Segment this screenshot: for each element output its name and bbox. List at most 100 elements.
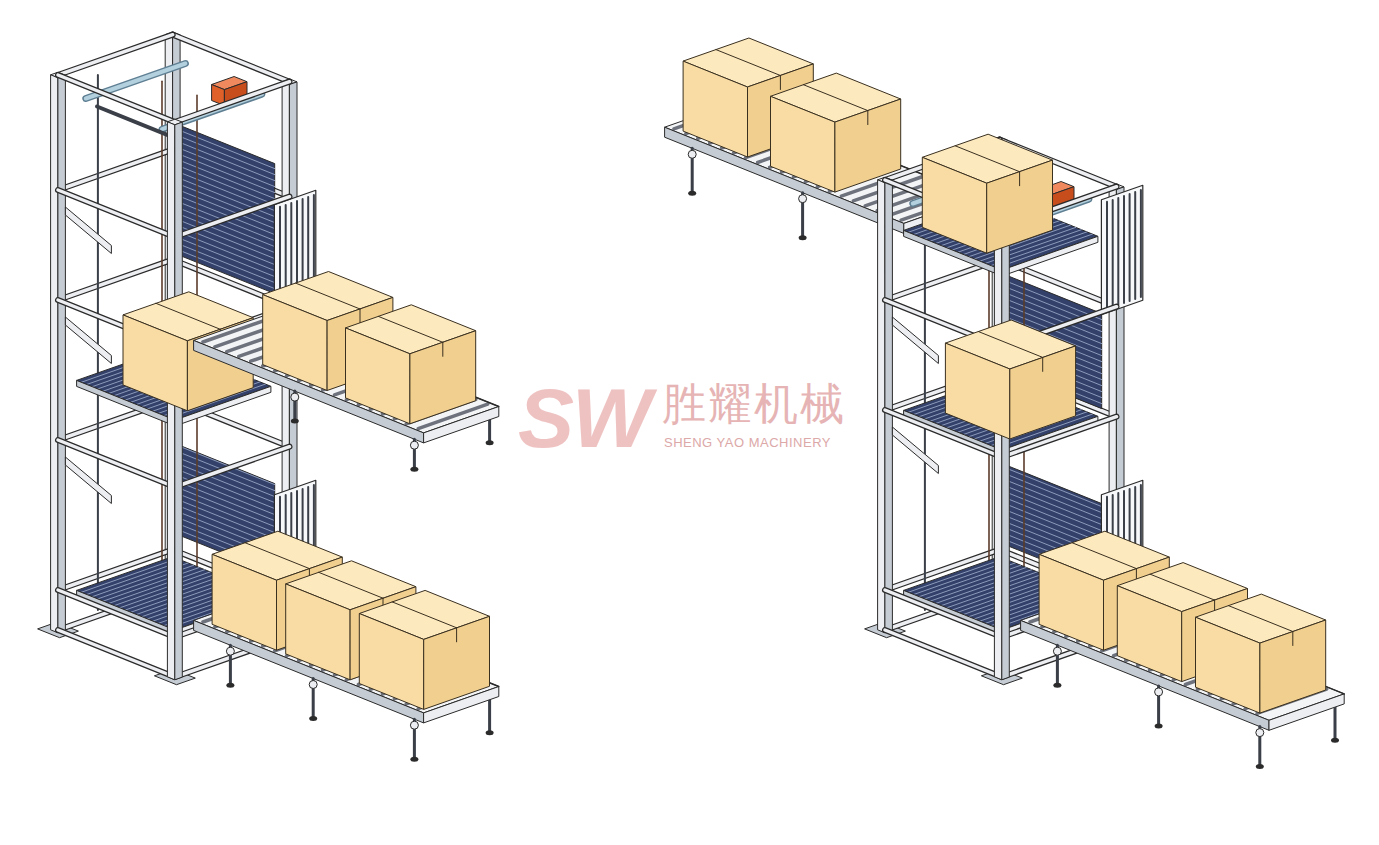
- curtain-slat: [180, 489, 275, 527]
- frame-beam: [58, 150, 173, 190]
- curtain-slat: [180, 143, 275, 181]
- guide-plate: [892, 317, 938, 364]
- frame-beam: [58, 630, 175, 677]
- frame-beam: [58, 260, 173, 300]
- gate-bar: [1112, 200, 1114, 307]
- carton-tape: [245, 543, 309, 569]
- carton-tape: [1072, 543, 1136, 569]
- leg-foot: [799, 235, 807, 240]
- carton-box: [683, 61, 747, 157]
- leg-bracket: [1053, 647, 1061, 655]
- leg-foot: [486, 730, 494, 735]
- frame-beam: [58, 75, 175, 122]
- carton-tape: [803, 85, 867, 111]
- curtain-slat: [180, 239, 275, 277]
- frame-beam: [58, 150, 173, 190]
- carton-tape: [296, 283, 360, 309]
- leg-foot: [1331, 738, 1339, 743]
- curtain-slat: [180, 495, 275, 533]
- curtain-slat: [180, 233, 275, 271]
- carton-tape: [867, 111, 868, 125]
- carton-box: [922, 157, 986, 253]
- frame-beam: [58, 35, 173, 75]
- carton-box: [771, 96, 835, 192]
- watermark-logo: SW: [518, 372, 649, 464]
- curtain-slat: [180, 155, 275, 193]
- frame-post: [878, 180, 885, 633]
- carton-tape: [360, 309, 361, 323]
- platform-slat: [936, 570, 1032, 604]
- guide-plate: [892, 427, 938, 474]
- carton-tape: [378, 316, 442, 342]
- leg-foot: [1155, 723, 1163, 728]
- leg-foot: [486, 440, 494, 445]
- frame-beam: [58, 440, 175, 487]
- carton-tape: [319, 572, 383, 598]
- frame-beam: [58, 260, 173, 300]
- curtain-slat: [180, 131, 275, 169]
- carton-box: [987, 160, 1053, 253]
- carton-box: [1010, 346, 1076, 439]
- guide-plate: [65, 317, 111, 364]
- frame-beam: [173, 35, 290, 82]
- guide-plate: [65, 457, 111, 504]
- curtain-slat: [180, 161, 275, 199]
- leg-foot: [291, 419, 299, 424]
- frame-beam: [58, 630, 175, 677]
- leg-bracket: [799, 195, 807, 203]
- curtain-slat: [180, 251, 275, 289]
- leg-bracket: [410, 441, 418, 449]
- curtain-slat: [1007, 481, 1102, 519]
- leg-bracket: [226, 647, 234, 655]
- carton-box: [123, 315, 187, 411]
- curtain-slat: [180, 149, 275, 187]
- leg-foot: [688, 191, 696, 196]
- frame-beam: [175, 447, 290, 487]
- label-wrap: 胜耀机械: [662, 380, 846, 428]
- carton-tape: [1228, 606, 1292, 632]
- carton-box: [212, 554, 276, 650]
- leg-foot: [410, 757, 418, 762]
- platform-slat: [941, 572, 1037, 606]
- platform-slat: [81, 559, 177, 593]
- curtain-slat: [180, 483, 275, 521]
- carton-box: [263, 295, 327, 391]
- carton-box: [1196, 617, 1260, 713]
- carton-box: [424, 616, 490, 709]
- leg-bracket: [410, 721, 418, 729]
- gate-bar: [1134, 192, 1136, 299]
- platform-slat: [103, 568, 199, 602]
- frame-beam: [175, 82, 290, 122]
- carton-tape: [1019, 172, 1020, 186]
- carton-tape: [456, 628, 457, 642]
- side-gate: [1101, 185, 1142, 314]
- frame-beam: [885, 590, 1002, 637]
- curtain-slat: [180, 137, 275, 175]
- curtain-slat: [180, 245, 275, 283]
- curtain-slat: [1007, 487, 1102, 525]
- leg-foot: [1256, 764, 1264, 769]
- carton-box: [410, 331, 476, 424]
- frame-beam: [175, 197, 290, 237]
- label-wrap: SHENG YAO MACHINERY: [664, 436, 831, 450]
- leg-foot: [1053, 683, 1061, 688]
- carton-tape: [978, 332, 1042, 358]
- carton-tape: [955, 146, 1019, 172]
- gate-bar: [1123, 196, 1125, 303]
- leg-foot: [410, 467, 418, 472]
- leg-bracket: [1155, 688, 1163, 696]
- frame-beam: [175, 447, 290, 487]
- gate-bar: [1140, 190, 1142, 297]
- frame-beam: [58, 190, 175, 237]
- label-wrap: SW: [518, 372, 649, 464]
- carton-tape: [716, 50, 780, 76]
- leg-bracket: [309, 681, 317, 689]
- curtain-slat: [180, 179, 275, 217]
- carton-tape: [156, 303, 220, 329]
- frame-post: [58, 75, 66, 633]
- leg-bracket: [291, 393, 299, 401]
- curtain-slat: [180, 221, 275, 259]
- frame-beam: [885, 630, 1002, 677]
- carton-box: [1117, 586, 1181, 682]
- carton-box: [286, 584, 350, 680]
